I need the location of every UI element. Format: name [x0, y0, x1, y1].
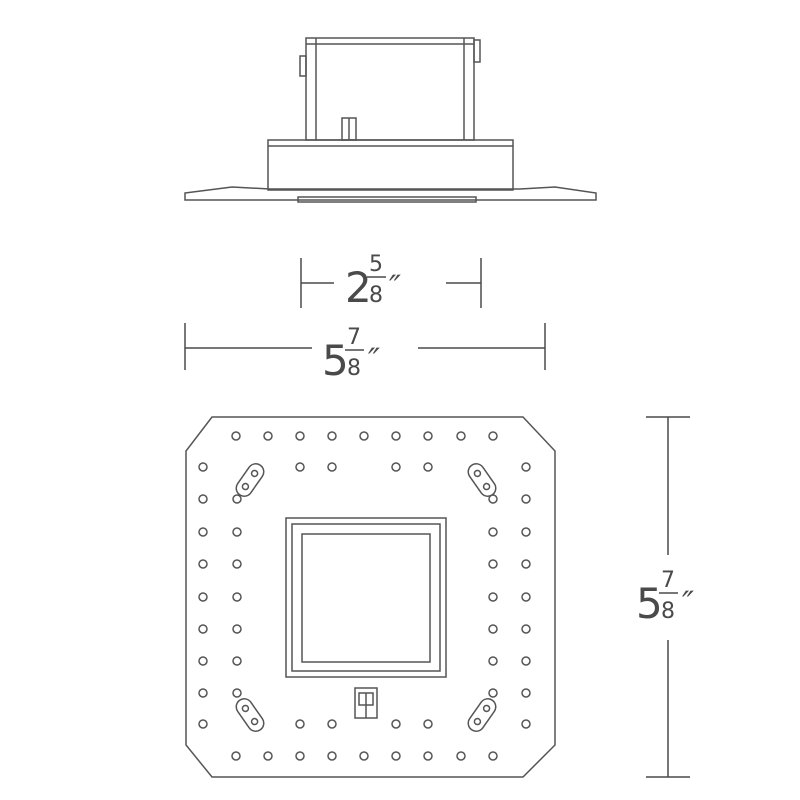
- knockout-hole: [521, 624, 531, 634]
- knockout-hole: [198, 656, 208, 666]
- slot-hole-top-right: [467, 463, 497, 497]
- knockout-hole: [295, 751, 305, 761]
- aperture-width-numerator: 5: [369, 252, 383, 277]
- knockout-hole: [488, 751, 498, 761]
- knockout-hole: [198, 719, 208, 729]
- knockout-hole: [488, 656, 498, 666]
- knockout-hole: [488, 527, 498, 537]
- knockout-hole: [488, 592, 498, 602]
- overall-width-denominator: 8: [347, 356, 361, 381]
- aperture-width-label: 2 5 8 ″: [345, 252, 401, 312]
- slot-hole-top-left: [235, 463, 265, 497]
- knockout-hole: [423, 462, 433, 472]
- aperture-width-dimension: [300, 258, 482, 308]
- knockout-hole: [521, 688, 531, 698]
- overall-height-label: 5 7 8 ″: [636, 568, 694, 628]
- knockout-hole: [423, 751, 433, 761]
- knockout-hole: [327, 462, 337, 472]
- knockout-hole: [521, 462, 531, 472]
- knockout-hole: [391, 751, 401, 761]
- aperture-width-unit: ″: [389, 268, 401, 306]
- plan-view: [185, 416, 556, 778]
- overall-width-label: 5 7 8 ″: [322, 325, 380, 385]
- knockout-holes: [198, 431, 531, 761]
- knockout-hole: [456, 431, 466, 441]
- left-clip: [299, 55, 307, 77]
- knockout-hole: [198, 592, 208, 602]
- overall-height-dimension: [646, 416, 690, 778]
- knockout-hole: [521, 656, 531, 666]
- knockout-hole: [521, 719, 531, 729]
- knockout-hole: [521, 527, 531, 537]
- upper-housing: [305, 37, 475, 141]
- knockout-hole: [232, 527, 242, 537]
- aperture-width-whole: 2: [345, 263, 372, 312]
- knockout-hole: [232, 559, 242, 569]
- aperture-width-denominator: 8: [369, 283, 383, 308]
- knockout-hole: [359, 431, 369, 441]
- knockout-hole: [488, 688, 498, 698]
- mounting-plate-outline: [184, 186, 597, 201]
- aperture-opening: [301, 533, 431, 663]
- knockout-hole: [198, 527, 208, 537]
- knockout-hole: [456, 751, 466, 761]
- knockout-hole: [359, 751, 369, 761]
- knockout-hole: [231, 751, 241, 761]
- knockout-hole: [295, 719, 305, 729]
- mounting-plate-plan: [185, 416, 556, 778]
- overall-height-whole: 5: [636, 579, 663, 628]
- knockout-hole: [488, 431, 498, 441]
- knockout-hole: [232, 656, 242, 666]
- aperture-inner: [291, 523, 441, 672]
- knockout-hole: [263, 431, 273, 441]
- knockout-hole: [391, 719, 401, 729]
- knockout-hole: [327, 431, 337, 441]
- knockout-hole: [488, 624, 498, 634]
- knockout-hole: [232, 592, 242, 602]
- overall-height-unit: ″: [682, 584, 694, 622]
- knockout-hole: [423, 431, 433, 441]
- overall-width-unit: ″: [368, 341, 380, 379]
- overall-width-dimension: [184, 323, 546, 370]
- right-clip: [473, 39, 481, 63]
- housing-base: [267, 139, 514, 191]
- knockout-hole: [231, 431, 241, 441]
- knockout-hole: [198, 559, 208, 569]
- knockout-hole: [198, 688, 208, 698]
- overall-width-numerator: 7: [347, 325, 361, 350]
- knockout-hole: [232, 494, 242, 504]
- knockout-hole: [263, 751, 273, 761]
- slot-hole-bottom-right: [467, 698, 497, 732]
- knockout-hole: [232, 624, 242, 634]
- overall-height-numerator: 7: [661, 568, 675, 593]
- overall-width-whole: 5: [322, 336, 349, 385]
- knockout-hole: [198, 462, 208, 472]
- aperture-outer: [285, 517, 447, 678]
- side-view: [184, 37, 597, 203]
- knockout-hole: [521, 494, 531, 504]
- knockout-hole: [295, 462, 305, 472]
- knockout-hole: [391, 431, 401, 441]
- knockout-hole: [295, 431, 305, 441]
- overall-height-denominator: 8: [661, 599, 675, 624]
- knockout-hole: [232, 688, 242, 698]
- knockout-hole: [521, 559, 531, 569]
- knockout-hole: [488, 494, 498, 504]
- knockout-hole: [327, 719, 337, 729]
- knockout-hole: [488, 559, 498, 569]
- knockout-hole: [423, 719, 433, 729]
- trim-flange: [297, 196, 477, 203]
- knockout-hole: [391, 462, 401, 472]
- knockout-hole: [327, 751, 337, 761]
- knockout-hole: [198, 494, 208, 504]
- knockout-hole: [521, 592, 531, 602]
- slot-hole-bottom-left: [235, 698, 265, 732]
- knockout-hole: [198, 624, 208, 634]
